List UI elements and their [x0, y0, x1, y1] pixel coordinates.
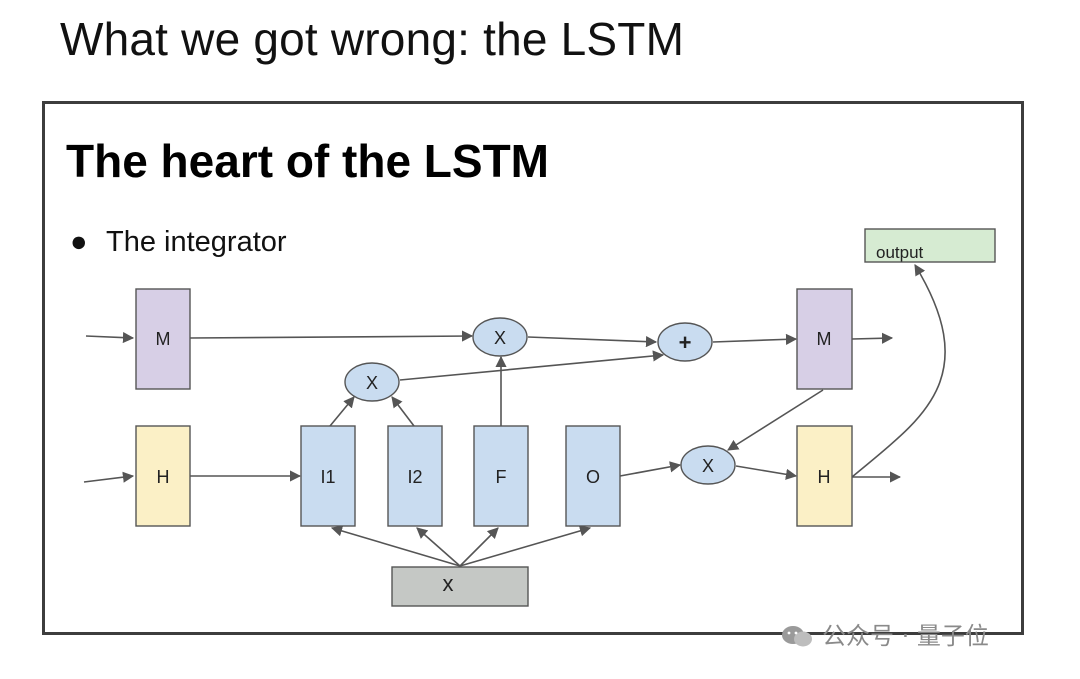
panel-title: The heart of the LSTM	[66, 135, 549, 187]
multiply-mid-node	[344, 362, 400, 402]
label-h-out: H	[818, 467, 831, 487]
edge-x-f	[459, 527, 499, 567]
gate-i2-box	[387, 425, 443, 527]
slide-title: What we got wrong: the LSTM	[60, 13, 685, 65]
label-h-in: H	[157, 467, 170, 487]
hidden-box-in	[135, 425, 191, 527]
label-x-input: x	[443, 571, 454, 596]
edge-x-i2	[416, 527, 461, 567]
label-multiply-top: X	[494, 328, 506, 348]
edge-mout-multright	[727, 389, 824, 451]
label-output: output	[876, 243, 924, 262]
edge-x-i1	[330, 525, 461, 567]
label-i2: I2	[407, 467, 422, 487]
plus-node	[657, 322, 713, 362]
edge-multmid-plus	[399, 350, 665, 381]
watermark: 公众号 · 量子位	[780, 616, 989, 651]
output-box	[864, 228, 996, 263]
edge-plus-mout	[712, 333, 798, 345]
edge-x-o	[459, 525, 592, 567]
label-i1: I1	[320, 467, 335, 487]
label-plus: +	[679, 330, 692, 355]
edge-in-h	[83, 471, 135, 483]
gate-o-box	[565, 425, 621, 527]
edge-m-multtop	[189, 330, 474, 342]
watermark-text: 公众号 · 量子位	[822, 622, 989, 650]
label-f: F	[496, 467, 507, 487]
memory-box-in	[135, 288, 191, 390]
wechat-icon	[782, 626, 812, 647]
edge-multtop-plus	[527, 336, 658, 348]
edge-i2-multmid	[391, 396, 415, 427]
label-m-out: M	[817, 329, 832, 349]
label-multiply-mid: X	[366, 373, 378, 393]
edge-multright-hout	[735, 465, 798, 480]
input-x-box	[391, 566, 529, 607]
edge-in-m	[85, 331, 135, 344]
bullet-dot-icon: ●	[70, 226, 88, 258]
bullet-text: The integrator	[106, 226, 287, 258]
label-m-in: M	[156, 329, 171, 349]
edge-mout-right	[851, 332, 894, 344]
memory-box-out	[796, 288, 853, 390]
multiply-right-node	[680, 445, 736, 485]
gate-i1-box	[300, 425, 356, 527]
hidden-box-out	[796, 425, 853, 527]
edge-i1-multmid	[329, 396, 355, 427]
label-multiply-right: X	[702, 456, 714, 476]
gate-f-box	[473, 425, 529, 527]
bullet-item: ● The integrator	[70, 226, 287, 259]
label-o: O	[586, 467, 600, 487]
multiply-top-node	[472, 317, 528, 357]
edge-hout-output	[851, 264, 946, 478]
edge-o-multright	[619, 461, 682, 477]
